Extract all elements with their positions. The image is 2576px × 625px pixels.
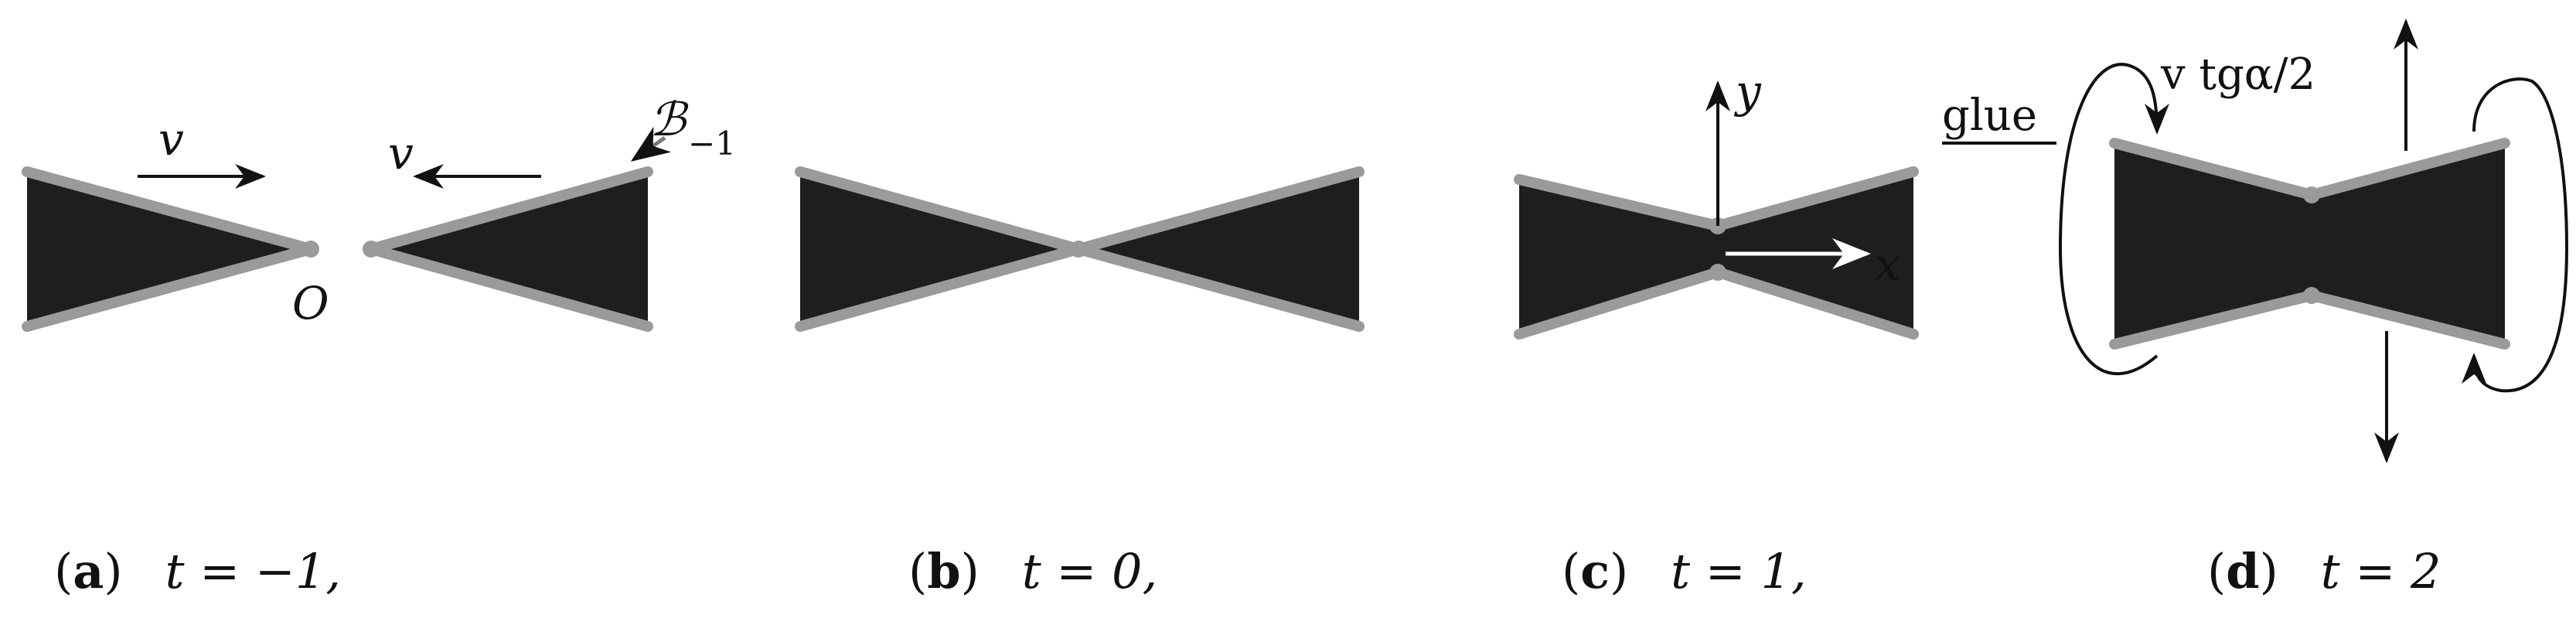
upper-right-edge	[1712, 166, 1919, 231]
caption-a: (a)t = −1,	[54, 543, 341, 599]
upper-vertex	[2303, 186, 2320, 203]
right-wedge-upper-edge	[366, 166, 653, 254]
y-axis-label: y	[1733, 65, 1762, 118]
caption-d: (d)t = 2	[2207, 543, 2441, 599]
caption-a-text: t = −1,	[165, 543, 341, 599]
right-wedge	[371, 172, 648, 326]
caption-a-letter: a	[73, 543, 104, 599]
lower-vertex	[2303, 287, 2320, 304]
lower-left-edge	[2109, 290, 2317, 350]
bowtie-lower-right-edge	[1073, 244, 1365, 332]
upper-right-edge	[2306, 138, 2510, 200]
bowtie-opened	[1519, 172, 1913, 334]
boundary-label: ℬ	[649, 93, 689, 147]
upper-left-edge	[1514, 174, 1723, 231]
boundary-subscript: −1	[688, 125, 736, 162]
velocity-label-left: v	[158, 113, 184, 166]
left-wedge-lower-edge	[22, 244, 316, 332]
lower-right-edge	[2306, 290, 2510, 350]
caption-b-text: t = 0,	[1022, 543, 1157, 599]
left-wedge-vertex	[302, 241, 319, 258]
caption-c-letter: c	[1580, 543, 1610, 599]
captions: (a)t = −1, (b)t = 0, (c)t = 1, (d)t = 2	[54, 543, 2441, 599]
bowtie-upper-left-edge	[795, 166, 1084, 254]
lower-vertex	[1709, 264, 1726, 281]
left-wedge	[27, 172, 311, 326]
origin-label: O	[292, 277, 329, 330]
velocity-label-right: v	[388, 127, 414, 179]
velocity-label: v tgα/2	[2160, 50, 2315, 100]
right-wedge-lower-edge	[366, 244, 653, 332]
caption-d-letter: d	[2226, 543, 2259, 599]
panel-d: v tgα/2 glue	[1942, 19, 2569, 463]
caption-c: (c)t = 1,	[1562, 543, 1807, 599]
panel-c: y x	[1514, 65, 1919, 340]
left-wedge-upper-edge	[22, 166, 316, 254]
split-shape	[2114, 143, 2505, 344]
caption-d-text: t = 2	[2321, 543, 2441, 599]
x-axis-label: x	[1875, 238, 1900, 291]
caption-b: (b)t = 0,	[908, 543, 1157, 599]
caption-b-letter: b	[927, 543, 960, 599]
caption-c-text: t = 1,	[1671, 543, 1806, 599]
right-wedge-vertex	[363, 241, 380, 258]
panel-b	[795, 166, 1365, 332]
lower-right-edge	[1712, 267, 1919, 340]
boundary-pointer-arrow	[630, 126, 672, 162]
contact-point	[1070, 241, 1087, 258]
glue-arrow-right	[2462, 77, 2569, 393]
upper-left-edge	[2109, 138, 2317, 200]
glue-label: glue	[1942, 91, 2037, 141]
lower-left-edge	[1514, 267, 1723, 340]
bowtie-upper-right-edge	[1073, 166, 1365, 254]
panel-a: v v O ℬ −1	[22, 93, 736, 332]
glue-arrow-left	[2058, 63, 2169, 376]
bowtie-lower-left-edge	[795, 244, 1084, 332]
